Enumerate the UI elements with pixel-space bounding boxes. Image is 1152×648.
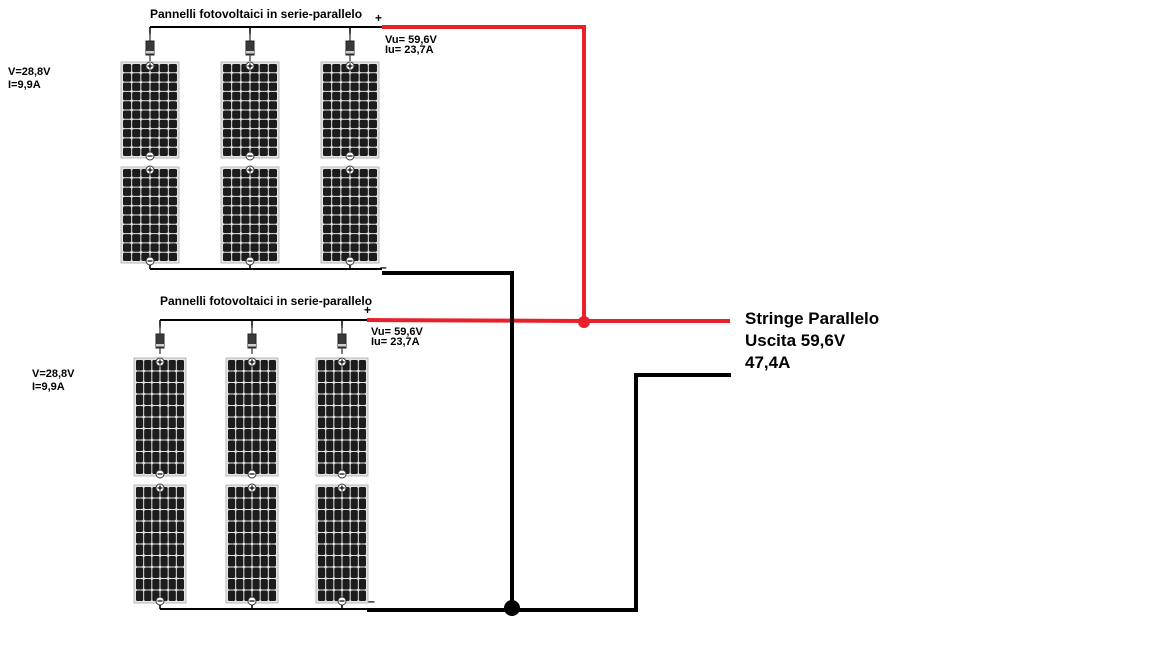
positive-terminal-icon <box>345 165 355 175</box>
diode-icon <box>247 326 257 354</box>
solar-panel-icon <box>315 357 369 477</box>
array-1-minus-sign: – <box>380 260 387 274</box>
array-1-output-current: Iu= 23,7A <box>385 44 434 56</box>
negative-terminal-icon <box>247 596 257 606</box>
diode-icon <box>155 326 165 354</box>
solar-panel-icon <box>120 166 180 264</box>
negative-terminal-icon <box>345 256 355 266</box>
positive-terminal-icon <box>337 483 347 493</box>
array-2-panel-spec: V=28,8V I=9,9A <box>32 368 75 394</box>
array-1-negative-wire <box>382 271 514 609</box>
array-1-output-voltage: Vu= 59,6V <box>385 34 437 46</box>
solar-panel-icon <box>225 357 279 477</box>
negative-junction-dot-icon <box>504 600 520 616</box>
output-line-3: 47,4A <box>745 353 791 372</box>
negative-terminal-icon <box>155 596 165 606</box>
diode-icon <box>245 33 255 61</box>
negative-terminal-icon <box>245 256 255 266</box>
negative-output-wire <box>367 373 731 612</box>
array-2-panel-current: I=9,9A <box>32 381 65 393</box>
positive-terminal-icon <box>337 357 347 367</box>
positive-terminal-icon <box>145 165 155 175</box>
negative-terminal-icon <box>145 256 155 266</box>
array-1-title: Pannelli fotovoltaici in serie-parallelo <box>150 7 363 21</box>
array-1-panels <box>120 26 382 270</box>
array-1-plus-sign: + <box>375 11 383 25</box>
array-2-panels <box>133 319 369 610</box>
output-label: Stringe Parallelo Uscita 59,6V 47,4A <box>745 308 879 374</box>
positive-terminal-icon <box>145 61 155 71</box>
array-2-panel-voltage: V=28,8V <box>32 368 75 380</box>
output-line-1: Stringe Parallelo <box>745 309 880 328</box>
negative-terminal-icon <box>337 596 347 606</box>
array-1-panel-spec: V=28,8V I=9,9A <box>8 66 51 92</box>
array-2-plus-sign: + <box>364 303 372 317</box>
array-1-output-spec: Vu= 59,6V Iu= 23,7A <box>385 34 437 56</box>
output-line-2: Uscita 59,6V <box>745 331 846 350</box>
solar-panel-icon <box>225 484 279 604</box>
array-2-output-voltage: Vu= 59,6V <box>371 326 423 338</box>
array-2-title: Pannelli fotovoltaici in serie-parallelo <box>160 294 373 308</box>
array-2-minus-sign: – <box>368 594 375 608</box>
negative-terminal-icon <box>155 469 165 479</box>
solar-panel-icon <box>220 61 280 159</box>
positive-terminal-icon <box>247 483 257 493</box>
positive-output-wire <box>366 318 730 323</box>
negative-terminal-icon <box>337 469 347 479</box>
array-2-output-spec: Vu= 59,6V Iu= 23,7A <box>371 326 423 348</box>
negative-terminal-icon <box>247 469 257 479</box>
diode-icon <box>337 326 347 354</box>
negative-terminal-icon <box>245 151 255 161</box>
positive-junction-dot-icon <box>578 316 590 328</box>
array-1-positive-wire <box>382 25 586 322</box>
positive-terminal-icon <box>245 61 255 71</box>
array-1-panel-voltage: V=28,8V <box>8 66 51 78</box>
solar-panel-icon <box>133 357 187 477</box>
positive-terminal-icon <box>345 61 355 71</box>
solar-panel-icon <box>120 61 180 159</box>
positive-terminal-icon <box>245 165 255 175</box>
negative-terminal-icon <box>145 151 155 161</box>
solar-panel-icon <box>315 484 369 604</box>
array-2-output-current: Iu= 23,7A <box>371 336 420 348</box>
diode-icon <box>145 33 155 61</box>
array-1-panel-current: I=9,9A <box>8 79 41 91</box>
positive-terminal-icon <box>155 357 165 367</box>
solar-panel-icon <box>320 166 380 264</box>
solar-panel-icon <box>220 166 280 264</box>
solar-panel-icon <box>320 61 380 159</box>
positive-terminal-icon <box>247 357 257 367</box>
diode-icon <box>345 33 355 61</box>
negative-terminal-icon <box>345 151 355 161</box>
positive-terminal-icon <box>155 483 165 493</box>
solar-panel-icon <box>133 484 187 604</box>
